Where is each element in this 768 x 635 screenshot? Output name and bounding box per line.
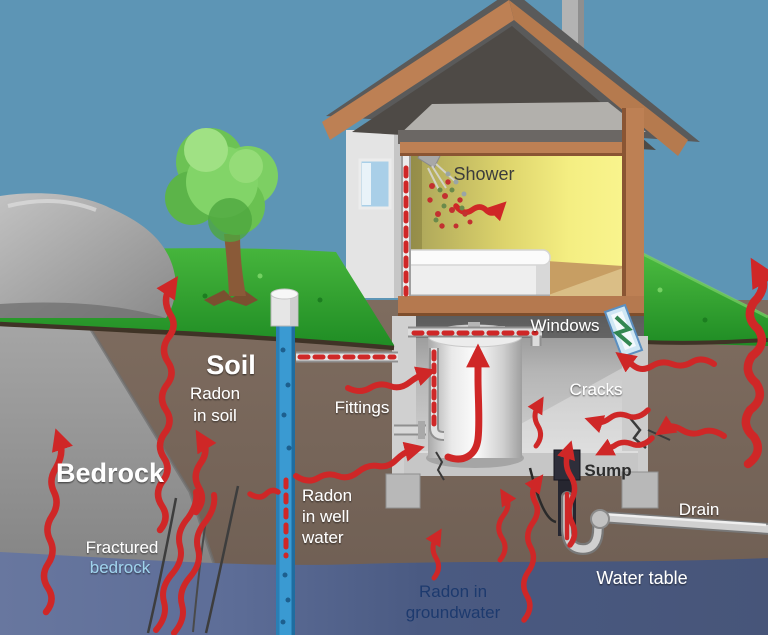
label-radon-groundwater-2: groundwater bbox=[406, 603, 501, 622]
label-bedrock: Bedrock bbox=[56, 458, 165, 488]
drain-elbow bbox=[590, 509, 610, 529]
floor-band-edge bbox=[398, 313, 644, 317]
floor-band bbox=[398, 296, 644, 316]
label-water-table: Water table bbox=[596, 568, 687, 588]
house-right-post bbox=[622, 108, 644, 322]
labels: Shower Windows Cracks Fittings Drain Wat… bbox=[56, 164, 719, 622]
left-footing bbox=[385, 473, 421, 509]
label-sump: Sump bbox=[584, 461, 631, 480]
floor-highlight bbox=[540, 268, 623, 298]
label-fittings: Fittings bbox=[335, 398, 390, 417]
frame-edge bbox=[400, 153, 644, 156]
label-cracks: Cracks bbox=[570, 380, 623, 399]
pipe-fitting bbox=[418, 421, 425, 439]
tree bbox=[165, 128, 278, 306]
grass-right-hill bbox=[640, 251, 768, 346]
room-top-frame bbox=[400, 142, 644, 155]
label-radon-in-soil-2: in soil bbox=[193, 406, 236, 425]
label-radon-in-soil-1: Radon bbox=[190, 384, 240, 403]
label-shower: Shower bbox=[453, 164, 514, 184]
label-windows: Windows bbox=[531, 316, 600, 335]
basement-window-icon bbox=[603, 303, 644, 359]
bathtub bbox=[401, 249, 551, 298]
house-window-icon bbox=[358, 158, 392, 210]
label-radon-well-1: Radon bbox=[302, 486, 352, 505]
label-drain: Drain bbox=[679, 500, 720, 519]
rock-outcrop bbox=[0, 193, 176, 318]
well-pipe-edge-r bbox=[291, 322, 295, 635]
wellhead-cap bbox=[270, 288, 299, 327]
radon-arrow-icon bbox=[40, 165, 768, 635]
label-fractured-bedrock-1: Fractured bbox=[86, 538, 159, 557]
fracture-lines bbox=[146, 485, 240, 634]
right-footing bbox=[621, 471, 659, 509]
well-water-specks bbox=[280, 347, 292, 625]
radon-water-dashes bbox=[283, 165, 539, 559]
shower-spray-dots bbox=[427, 171, 473, 229]
well-pipe-edge-l bbox=[276, 322, 280, 635]
label-fractured-bedrock-2: bedrock bbox=[90, 558, 151, 577]
label-radon-well-3: water bbox=[301, 528, 344, 547]
chimney-shade bbox=[578, 0, 584, 62]
label-radon-well-2: in well bbox=[302, 507, 349, 526]
label-soil: Soil bbox=[206, 350, 256, 380]
post-edge bbox=[622, 108, 626, 322]
label-radon-groundwater-1: Radon in bbox=[419, 582, 487, 601]
